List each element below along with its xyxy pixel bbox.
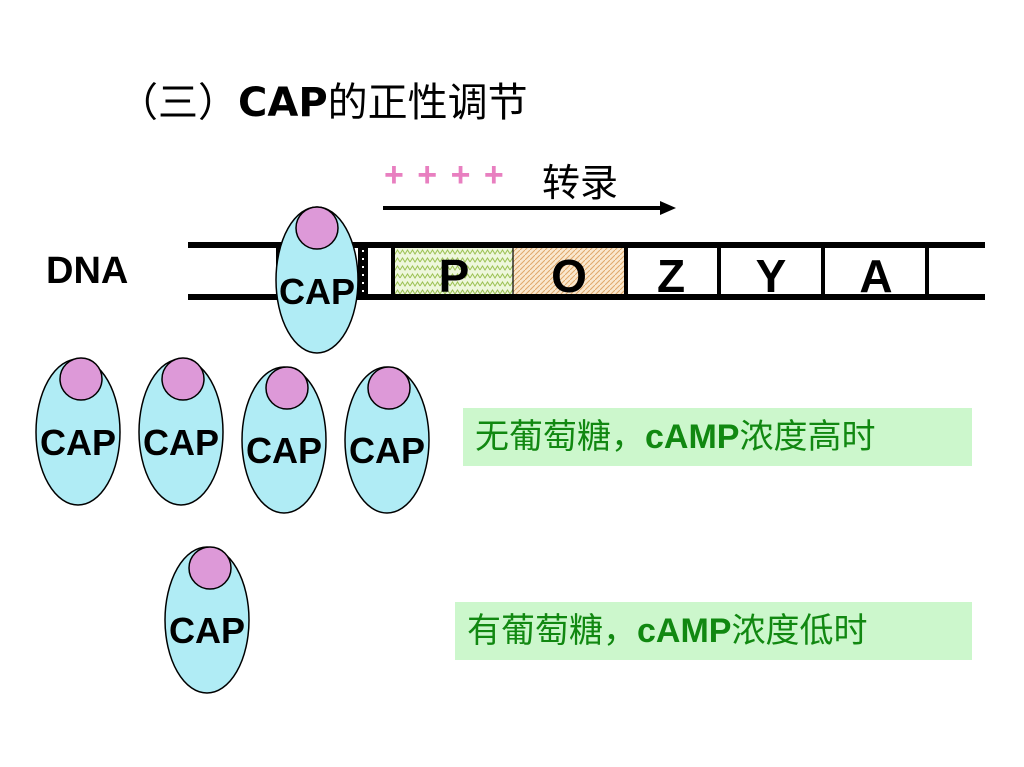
camp-ball-icon bbox=[367, 366, 411, 410]
title-prefix: （三） bbox=[118, 80, 238, 126]
gene-box-P bbox=[395, 248, 513, 295]
cap-label: CAP bbox=[246, 430, 322, 471]
cap-protein-low-camp: CAP bbox=[164, 546, 250, 694]
title-suffix: 的正性调节 bbox=[327, 80, 528, 126]
gene-label-Y: Y bbox=[756, 250, 787, 302]
gene-label-A: A bbox=[859, 250, 892, 302]
arrow-head-icon bbox=[660, 201, 676, 215]
gene-label-P: P bbox=[439, 250, 470, 302]
cap-protein-free: CAP bbox=[35, 357, 121, 506]
transcription-label: 转录 bbox=[542, 161, 619, 205]
cap-protein-bound: CAP bbox=[275, 206, 359, 354]
note-high-pre: 无葡萄糖， bbox=[475, 417, 645, 457]
positive-signs: + + + + bbox=[384, 156, 506, 194]
gene-label-O: O bbox=[551, 250, 587, 302]
slide-title: （三）CAP的正性调节 bbox=[118, 70, 528, 128]
cap-protein-free: CAP bbox=[241, 366, 327, 514]
camp-ball-icon bbox=[161, 357, 205, 401]
gene-label-Z: Z bbox=[657, 250, 685, 302]
transcription-arrow bbox=[383, 201, 676, 215]
cap-label: CAP bbox=[169, 610, 245, 651]
cap-label: CAP bbox=[143, 422, 219, 463]
camp-ball-icon bbox=[295, 206, 339, 250]
dna-label: DNA bbox=[46, 250, 129, 292]
camp-ball-icon bbox=[265, 366, 309, 410]
note-low-post: 浓度低时 bbox=[731, 611, 868, 651]
cap-protein-free: CAP bbox=[344, 366, 430, 514]
camp-ball-icon bbox=[59, 357, 103, 401]
cap-label: CAP bbox=[279, 271, 355, 312]
note-high-bold: cAMP bbox=[645, 418, 740, 456]
cap-label: CAP bbox=[349, 430, 425, 471]
title-bold: CAP bbox=[238, 80, 328, 126]
gene-box-O bbox=[513, 248, 625, 295]
note-low-pre: 有葡萄糖， bbox=[467, 611, 637, 651]
note-low-bold: cAMP bbox=[637, 612, 732, 650]
note-low-camp: 有葡萄糖，cAMP浓度低时 bbox=[455, 602, 972, 660]
cap-label: CAP bbox=[40, 422, 116, 463]
camp-ball-icon bbox=[188, 546, 232, 590]
note-high-camp: 无葡萄糖，cAMP浓度高时 bbox=[463, 408, 972, 466]
note-high-post: 浓度高时 bbox=[739, 417, 876, 457]
cap-protein-free: CAP bbox=[138, 357, 224, 506]
